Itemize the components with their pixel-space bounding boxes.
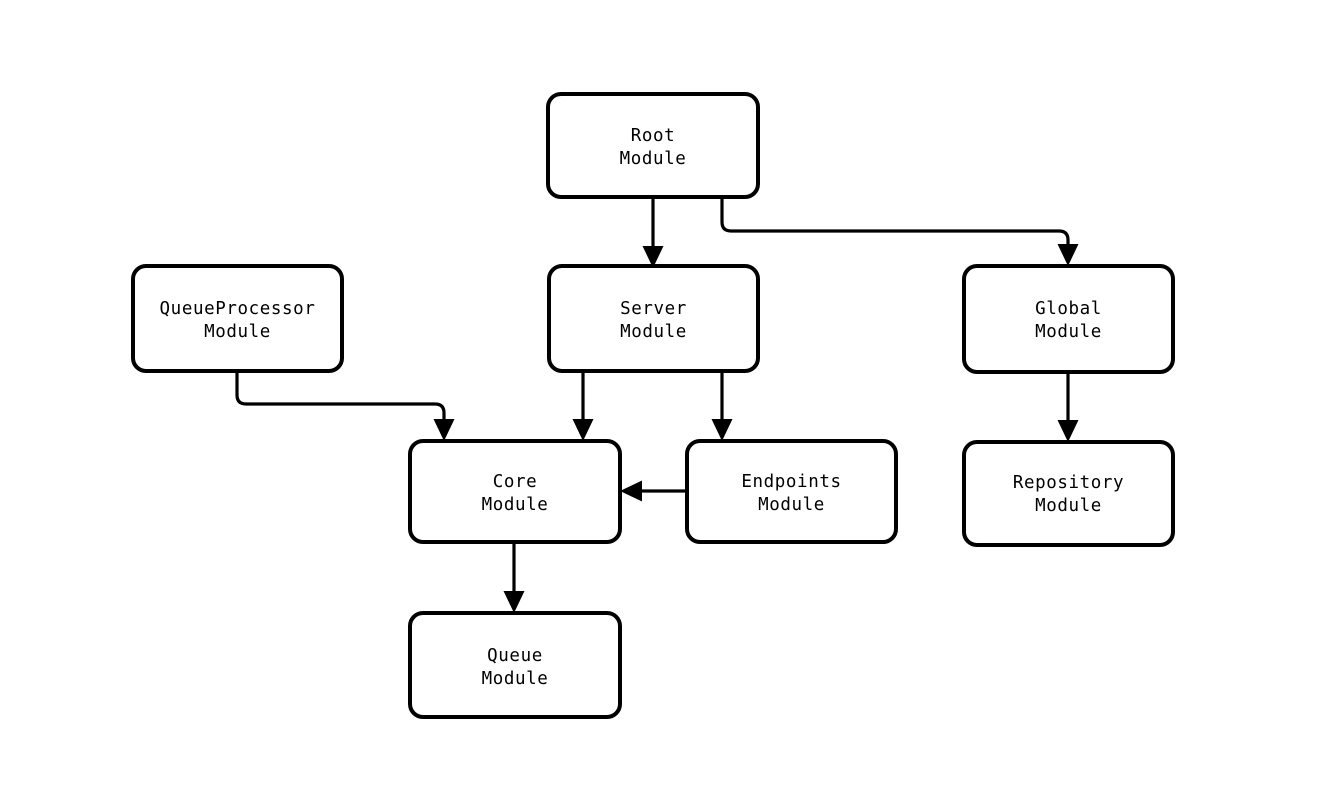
node-root-module-label-line1: Root: [631, 126, 676, 146]
node-server-module[interactable]: Server Module: [547, 264, 760, 373]
node-core-module-label-line2: Module: [482, 495, 549, 515]
node-server-module-box[interactable]: [547, 264, 760, 373]
edge-endpoints-core: [620, 480, 687, 502]
edge-server-core-arrowhead: [572, 419, 594, 441]
edge-root-global-line: [720, 197, 1070, 246]
node-root-module-label-line2: Module: [620, 149, 687, 169]
node-queue-module-label-line2: Module: [482, 669, 549, 689]
edge-server-endpoints: [711, 371, 733, 441]
node-endpoints-module[interactable]: Endpoints Module: [685, 439, 898, 544]
edge-global-repository-arrowhead: [1057, 420, 1079, 442]
node-server-module-label-line2: Module: [620, 322, 687, 342]
edge-global-repository: [1057, 372, 1079, 442]
edges-layer: [235, 197, 1079, 613]
node-root-module-box[interactable]: [546, 92, 760, 199]
node-queue-module[interactable]: Queue Module: [408, 611, 622, 719]
node-core-module[interactable]: Core Module: [408, 439, 622, 544]
node-queueprocessor-module-box[interactable]: [131, 264, 344, 373]
nodes-layer: Root Module QueueProcessor Module Server…: [131, 92, 1175, 719]
edge-queueprocessor-core: [235, 371, 455, 441]
edge-core-queue-arrowhead: [503, 591, 525, 613]
node-repository-module-label-line2: Module: [1035, 496, 1102, 516]
edge-root-server: [642, 197, 664, 268]
node-endpoints-module-label-line2: Module: [758, 495, 825, 515]
node-core-module-box[interactable]: [408, 439, 622, 544]
node-global-module-label-line2: Module: [1035, 322, 1102, 342]
node-endpoints-module-label-line1: Endpoints: [741, 472, 841, 492]
node-queueprocessor-module-label-line2: Module: [204, 322, 271, 342]
node-queue-module-box[interactable]: [408, 611, 622, 719]
edge-server-core: [572, 371, 594, 441]
edge-root-global: [720, 197, 1079, 266]
node-endpoints-module-box[interactable]: [685, 439, 898, 544]
node-queueprocessor-module[interactable]: QueueProcessor Module: [131, 264, 344, 373]
node-global-module[interactable]: Global Module: [962, 264, 1175, 374]
edge-core-queue: [503, 542, 525, 613]
node-repository-module-label-line1: Repository: [1013, 473, 1124, 493]
node-repository-module[interactable]: Repository Module: [962, 440, 1175, 547]
node-queue-module-label-line1: Queue: [487, 646, 543, 666]
edge-root-global-arrowhead: [1057, 244, 1079, 266]
edge-endpoints-core-arrowhead: [620, 480, 642, 502]
edge-root-server-arrowhead: [642, 246, 664, 268]
node-root-module[interactable]: Root Module: [546, 92, 760, 199]
node-server-module-label-line1: Server: [620, 299, 687, 319]
edge-server-endpoints-arrowhead: [711, 419, 733, 441]
node-global-module-box[interactable]: [962, 264, 1175, 374]
node-repository-module-box[interactable]: [962, 440, 1175, 547]
edge-queueprocessor-core-line: [235, 371, 446, 421]
edge-queueprocessor-core-arrowhead: [433, 419, 455, 441]
node-global-module-label-line1: Global: [1035, 299, 1102, 319]
node-queueprocessor-module-label-line1: QueueProcessor: [160, 299, 316, 319]
node-core-module-label-line1: Core: [493, 472, 538, 492]
